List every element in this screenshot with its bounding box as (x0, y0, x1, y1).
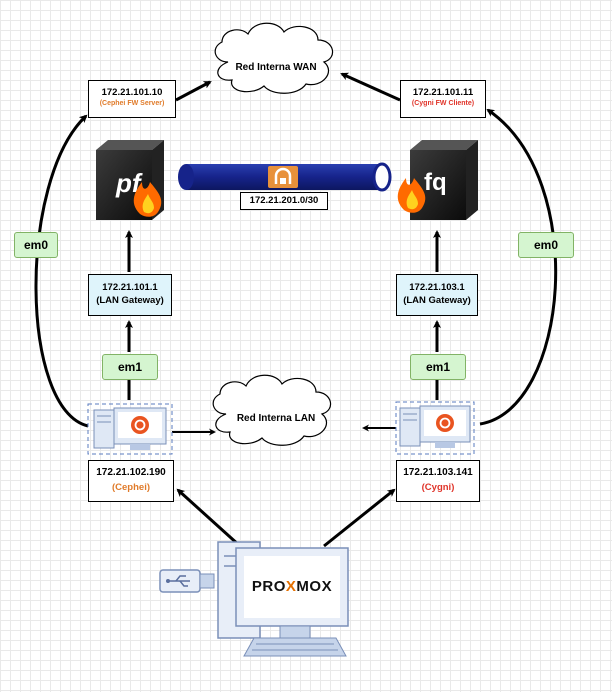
left-gateway-ip: 172.21.101.1 (102, 282, 158, 293)
tunnel-subnet-label: 172.21.201.0/30 (240, 192, 328, 210)
fw-left-role: (Cephei FW Server) (99, 100, 165, 107)
ubuntu-icon (436, 414, 454, 432)
right-em0-curve (479, 108, 558, 426)
host-cephei-icon (87, 403, 173, 455)
left-gateway-box: 172.21.101.1 (LAN Gateway) (88, 274, 172, 316)
vpn-tunnel (178, 162, 392, 192)
lan-cloud (212, 374, 332, 446)
usb-drive-icon (159, 569, 215, 593)
left-em0-label: em0 (14, 232, 58, 258)
fq-logo-text: fq (424, 169, 447, 196)
left-gateway-label: (LAN Gateway) (96, 295, 164, 306)
left-em0-curve (34, 114, 89, 428)
proxmox-to-right-host-arrow (323, 488, 396, 548)
right-em1-label: em1 (410, 354, 466, 380)
fq-firewall-icon: fq (397, 140, 478, 220)
host-right-ip: 172.21.103.141 (403, 467, 473, 478)
ubuntu-icon (131, 416, 149, 434)
host-right-ip-box: 172.21.103.141 (Cygni) (396, 460, 480, 502)
host-left-ip-box: 172.21.102.190 (Cephei) (88, 460, 174, 502)
right-em0-label: em0 (518, 232, 574, 258)
host-cygni-icon (395, 401, 475, 455)
right-gateway-box: 172.21.103.1 (LAN Gateway) (396, 274, 478, 316)
host-right-name: (Cygni) (421, 482, 455, 493)
host-left-name: (Cephei) (112, 482, 150, 493)
wan-cloud-label: Red Interna WAN (235, 62, 317, 73)
fw-right-ip: 172.21.101.11 (412, 87, 474, 98)
proxmox-to-left-host-arrow (176, 488, 242, 548)
fw-left-ip-box: 172.21.101.10 (Cephei FW Server) (88, 80, 176, 118)
fw-right-to-wan-arrow (340, 72, 401, 102)
right-gateway-ip: 172.21.103.1 (409, 282, 465, 293)
wan-cloud (214, 22, 334, 94)
left-em1-label: em1 (102, 354, 158, 380)
proxmox-brand: PROXMOX (251, 578, 333, 595)
right-gateway-label: (LAN Gateway) (403, 295, 471, 306)
fw-right-role: (Cygni FW Cliente) (411, 100, 475, 107)
proxmox-server-icon (217, 541, 349, 657)
fw-left-ip: 172.21.101.10 (101, 87, 163, 98)
lan-cloud-label: Red Interna LAN (236, 413, 316, 424)
fw-left-to-wan-arrow (175, 80, 212, 102)
pfsense-firewall-icon: pf (96, 140, 164, 220)
host-left-ip: 172.21.102.190 (96, 467, 166, 478)
fw-right-ip-box: 172.21.101.11 (Cygni FW Cliente) (400, 80, 486, 118)
